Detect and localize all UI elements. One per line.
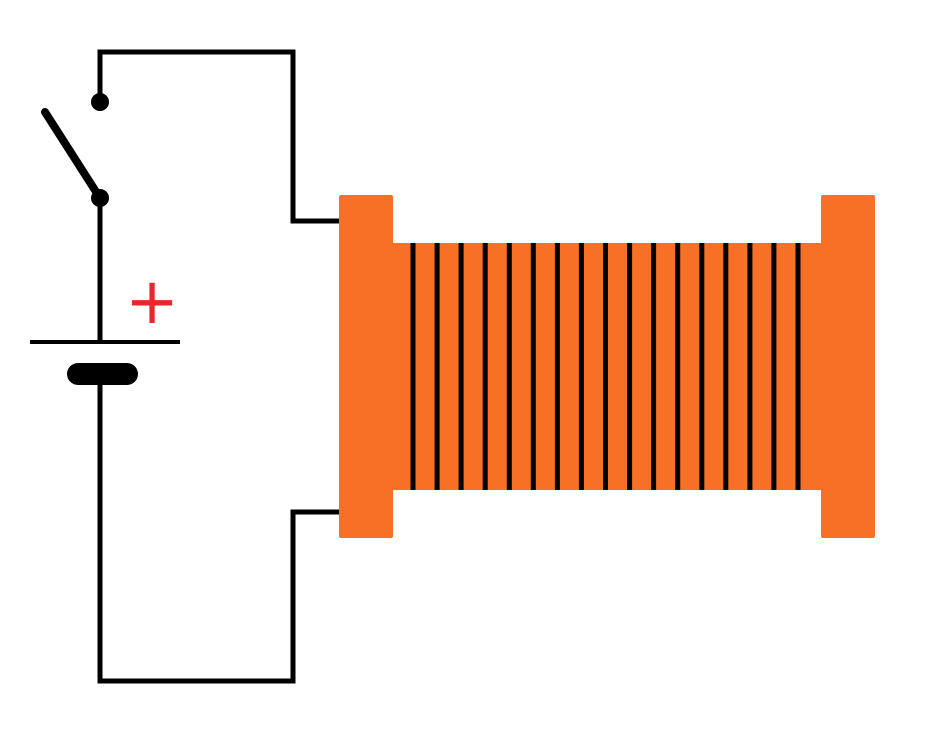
circuit-wires — [97, 49, 343, 684]
bottom-wire — [97, 378, 343, 684]
spool-right-flange — [821, 195, 875, 538]
switch-lever — [41, 108, 104, 202]
switch-top-terminal — [91, 93, 109, 111]
top-wire — [97, 49, 343, 224]
spool-left-flange — [339, 195, 393, 538]
open-switch-icon — [41, 93, 109, 207]
solenoid-coil — [339, 195, 875, 538]
coil-turns — [410, 243, 801, 490]
battery-positive-marker: + — [125, 265, 179, 339]
battery-icon: + — [30, 265, 180, 385]
